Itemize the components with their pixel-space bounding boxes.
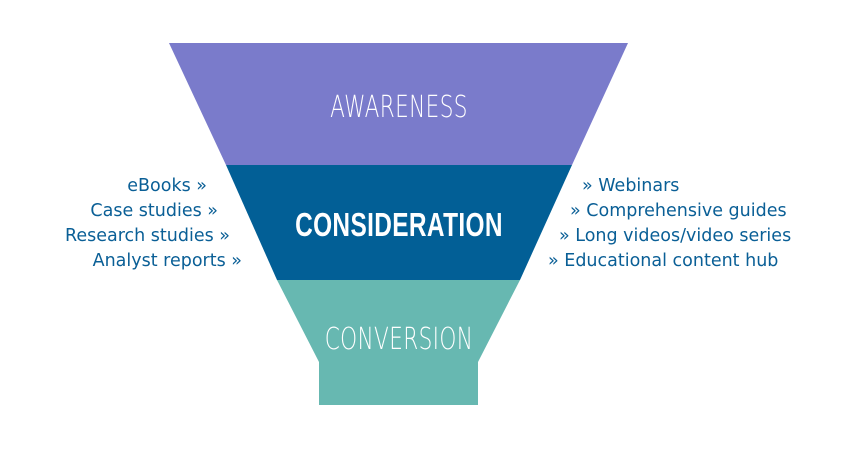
funnel-band-conversion <box>277 280 520 405</box>
list-item: Research studies » <box>64 226 230 246</box>
list-item: Case studies » <box>90 201 218 221</box>
list-item: » Educational content hub <box>548 251 779 271</box>
consideration-content-list-right: » Webinars » Comprehensive guides » Long… <box>544 174 791 274</box>
consideration-content-list-left: eBooks » Case studies » Research studies… <box>65 174 242 274</box>
list-item: » Long videos/video series <box>559 226 792 246</box>
list-item: Analyst reports » <box>92 251 242 271</box>
funnel-band-awareness <box>169 43 628 165</box>
stage-label-consideration: CONSIDERATION <box>295 206 503 243</box>
funnel-band-consideration <box>226 165 572 280</box>
stage-label-awareness: AWARENESS <box>330 90 468 125</box>
list-item: » Webinars <box>582 176 680 196</box>
list-item: » Comprehensive guides <box>570 201 787 221</box>
stage-label-conversion: CONVERSION <box>324 322 474 357</box>
list-item: eBooks » <box>127 176 207 196</box>
